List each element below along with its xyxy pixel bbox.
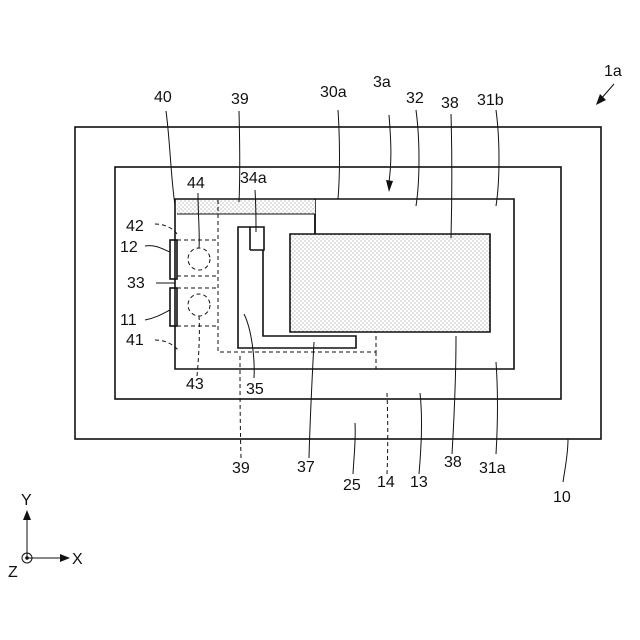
leader-31b <box>496 110 499 206</box>
leader-30a <box>338 110 340 199</box>
label-42: 42 <box>126 218 144 235</box>
label-31b: 31b <box>477 92 504 109</box>
label-14: 14 <box>377 474 395 491</box>
terminal-12 <box>170 240 177 279</box>
axis-x-arrow <box>60 554 70 562</box>
leader-38-top <box>451 114 452 238</box>
arrow-1a-head <box>596 94 606 105</box>
leader-12 <box>145 246 170 252</box>
label-30a: 30a <box>320 84 347 101</box>
label-41: 41 <box>126 332 144 349</box>
label-10: 10 <box>553 489 571 506</box>
label-43: 43 <box>186 376 204 393</box>
leader-11 <box>145 310 170 320</box>
figure-label: 1a <box>604 63 622 80</box>
leader-32 <box>416 110 419 206</box>
arrow-3a <box>389 115 391 182</box>
leader-14 <box>387 393 388 474</box>
leader-40 <box>166 111 175 205</box>
label-25: 25 <box>343 477 361 494</box>
via-43 <box>188 294 210 316</box>
leader-38-bottom <box>452 336 456 454</box>
leader-37 <box>309 342 314 458</box>
label-33: 33 <box>127 275 145 292</box>
label-38-top: 38 <box>441 95 459 112</box>
leader-39-bottom <box>240 356 241 458</box>
dotted-region-38 <box>290 214 490 332</box>
label-37: 37 <box>297 459 315 476</box>
label-39-top: 39 <box>231 91 249 108</box>
leader-43 <box>197 316 199 376</box>
leader-25 <box>353 423 355 474</box>
label-13: 13 <box>410 474 428 491</box>
terminal-11 <box>170 288 177 326</box>
axis-y-label: Y <box>21 492 32 509</box>
leader-13 <box>419 393 422 474</box>
axis-z-dot <box>25 556 29 560</box>
leader-10 <box>563 439 568 482</box>
label-39-bottom: 39 <box>232 460 250 477</box>
axis-x-label: X <box>72 551 83 568</box>
via-44 <box>188 248 210 270</box>
leader-39-top <box>239 111 240 202</box>
label-44: 44 <box>187 175 205 192</box>
label-38-bottom: 38 <box>444 454 462 471</box>
label-31a: 31a <box>479 460 506 477</box>
label-40: 40 <box>154 89 172 106</box>
label-32: 32 <box>406 90 424 107</box>
label-3a: 3a <box>373 74 391 91</box>
arrow-3a-head <box>386 180 393 192</box>
label-11: 11 <box>120 312 137 329</box>
leader-31a <box>496 362 498 454</box>
label-35: 35 <box>246 381 264 398</box>
label-34a: 34a <box>240 170 267 187</box>
axis-z-label: Z <box>8 564 18 581</box>
axis-y-arrow <box>23 510 31 520</box>
label-12: 12 <box>120 239 138 256</box>
